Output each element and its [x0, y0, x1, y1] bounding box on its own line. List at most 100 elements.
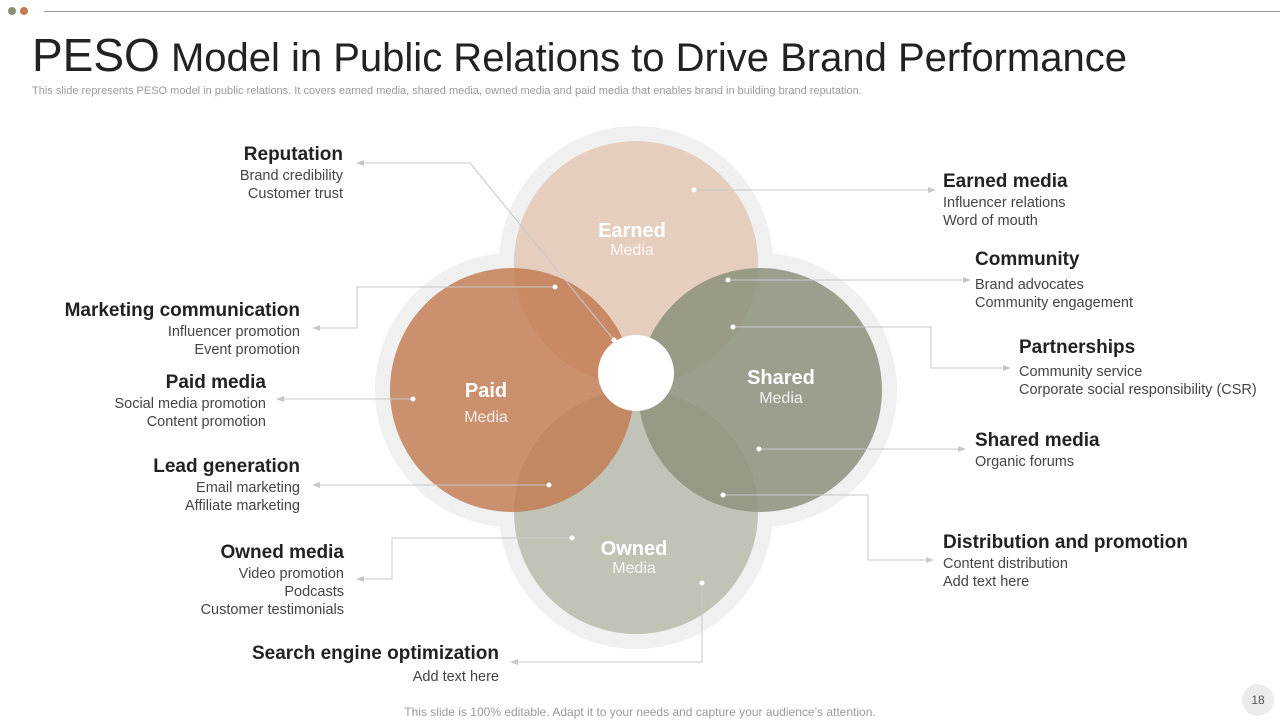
label-distribution: Distribution and promotion Content distr…: [943, 531, 1188, 591]
connector-lines: [278, 162, 1008, 663]
arrowhead-seo: [510, 659, 518, 665]
arrowhead-lead: [312, 482, 320, 488]
label-shared-media-title: Shared media: [975, 430, 1100, 451]
anchor-distribution: [720, 492, 726, 498]
label-marketing: Marketing communication Influencer promo…: [65, 299, 300, 359]
arrowhead-reputation: [356, 160, 364, 166]
anchor-community: [725, 277, 731, 283]
page-title: PESO Model in Public Relations to Drive …: [32, 28, 1127, 82]
label-partnerships: Partnerships Community service Corporate…: [1019, 336, 1257, 399]
accent-dot-2: [20, 7, 28, 15]
connector-owned-media: [358, 537, 572, 580]
footer-note: This slide is 100% editable. Adapt it to…: [404, 705, 876, 719]
connector-reputation: [358, 162, 615, 341]
paid-caption-sub: Media: [464, 409, 508, 426]
paid-circle: [390, 268, 634, 512]
label-partnerships-line: Community service: [1019, 364, 1143, 380]
label-marketing-line: Influencer promotion: [167, 324, 300, 340]
label-owned-media-line: Customer testimonials: [200, 602, 344, 618]
earned-caption-sub: Media: [610, 242, 654, 259]
arrowhead-owned-media: [356, 576, 364, 582]
anchor-reputation: [611, 337, 617, 343]
connector-arrowheads: [276, 160, 1011, 665]
header-rule: [44, 11, 1280, 12]
label-distribution-title: Distribution and promotion: [943, 532, 1188, 553]
label-lead-line: Email marketing: [196, 480, 300, 496]
label-reputation-title: Reputation: [243, 144, 343, 165]
label-paid-media: Paid media Social media promotion Conten…: [114, 371, 266, 431]
label-shared-media-line: Organic forums: [975, 454, 1075, 470]
anchor-partnerships: [730, 324, 736, 330]
label-earned-media: Earned media Influencer relations Word o…: [943, 170, 1068, 230]
shared-circle: [638, 268, 882, 512]
accent-dot-1: [8, 7, 16, 15]
shared-caption: Shared Media: [731, 367, 831, 408]
anchor-owned-media: [569, 535, 575, 541]
connector-marketing: [314, 286, 555, 329]
shared-caption-title: Shared: [747, 367, 815, 389]
arrowhead-marketing: [312, 325, 320, 331]
page-subtitle: This slide represents PESO model in publ…: [32, 85, 862, 97]
arrowhead-partnerships: [1003, 365, 1011, 371]
anchor-lead: [546, 482, 552, 488]
label-shared-media: Shared media Organic forums: [975, 429, 1100, 471]
label-marketing-title: Marketing communication: [64, 300, 300, 321]
label-community: Community Brand advocates Community enga…: [975, 248, 1133, 312]
label-seo-title: Search engine optimization: [251, 643, 499, 664]
label-owned-media: Owned media Video promotion Podcasts Cus…: [201, 541, 344, 619]
paid-caption: Paid Media: [436, 380, 536, 427]
arrowhead-distribution: [926, 557, 934, 563]
label-partnerships-line: Corporate social responsibility (CSR): [1019, 382, 1257, 398]
label-reputation: Reputation Brand credibility Customer tr…: [240, 143, 343, 203]
label-community-line: Community engagement: [975, 295, 1133, 311]
label-community-line: Brand advocates: [975, 277, 1084, 293]
arrowhead-paid-media: [276, 396, 284, 402]
label-distribution-line: Add text here: [943, 574, 1030, 590]
arrowhead-earned-media: [928, 187, 936, 193]
anchor-paid-media: [410, 396, 416, 402]
label-owned-media-line: Video promotion: [238, 566, 344, 582]
anchor-dots: [410, 187, 762, 586]
label-marketing-line: Event promotion: [194, 342, 300, 358]
anchor-shared-media: [756, 446, 762, 452]
label-lead-title: Lead generation: [153, 456, 300, 477]
label-paid-media-line: Content promotion: [146, 414, 266, 430]
label-reputation-line: Brand credibility: [239, 168, 343, 184]
anchor-seo: [699, 580, 705, 586]
label-paid-media-line: Social media promotion: [114, 396, 266, 412]
label-earned-media-title: Earned media: [943, 171, 1068, 192]
label-owned-media-line: Podcasts: [284, 584, 344, 600]
arrowhead-community: [963, 277, 971, 283]
label-earned-media-line: Influencer relations: [943, 195, 1066, 211]
owned-caption-title: Owned: [600, 538, 668, 560]
page-number-badge: 18: [1242, 684, 1274, 716]
label-reputation-line: Customer trust: [247, 186, 343, 202]
shared-caption-sub: Media: [759, 390, 803, 407]
connector-partnerships: [733, 326, 1008, 369]
earned-caption-title: Earned: [598, 220, 666, 242]
center-hub: [598, 335, 674, 411]
label-seo: Search engine optimization Add text here: [252, 642, 499, 686]
connector-seo: [512, 583, 703, 663]
title-first-word: PESO: [32, 29, 160, 81]
label-earned-media-line: Word of mouth: [943, 213, 1038, 229]
paid-caption-title: Paid: [464, 380, 508, 402]
label-seo-line: Add text here: [412, 669, 499, 685]
label-paid-media-title: Paid media: [165, 372, 266, 393]
connector-distribution: [723, 494, 931, 561]
arrowhead-shared-media: [958, 446, 966, 452]
label-lead-line: Affiliate marketing: [185, 498, 300, 514]
label-distribution-line: Content distribution: [943, 556, 1068, 572]
owned-caption: Owned Media: [584, 538, 684, 578]
label-lead: Lead generation Email marketing Affiliat…: [153, 455, 300, 515]
anchor-marketing: [552, 284, 558, 290]
earned-caption: Earned Media: [582, 220, 682, 260]
label-partnerships-title: Partnerships: [1019, 337, 1136, 358]
title-rest: Model in Public Relations to Drive Brand…: [159, 36, 1127, 80]
anchor-earned-media: [691, 187, 697, 193]
label-owned-media-title: Owned media: [220, 542, 344, 563]
media-circles: [390, 141, 882, 634]
owned-caption-sub: Media: [612, 560, 656, 577]
label-community-title: Community: [975, 249, 1080, 270]
